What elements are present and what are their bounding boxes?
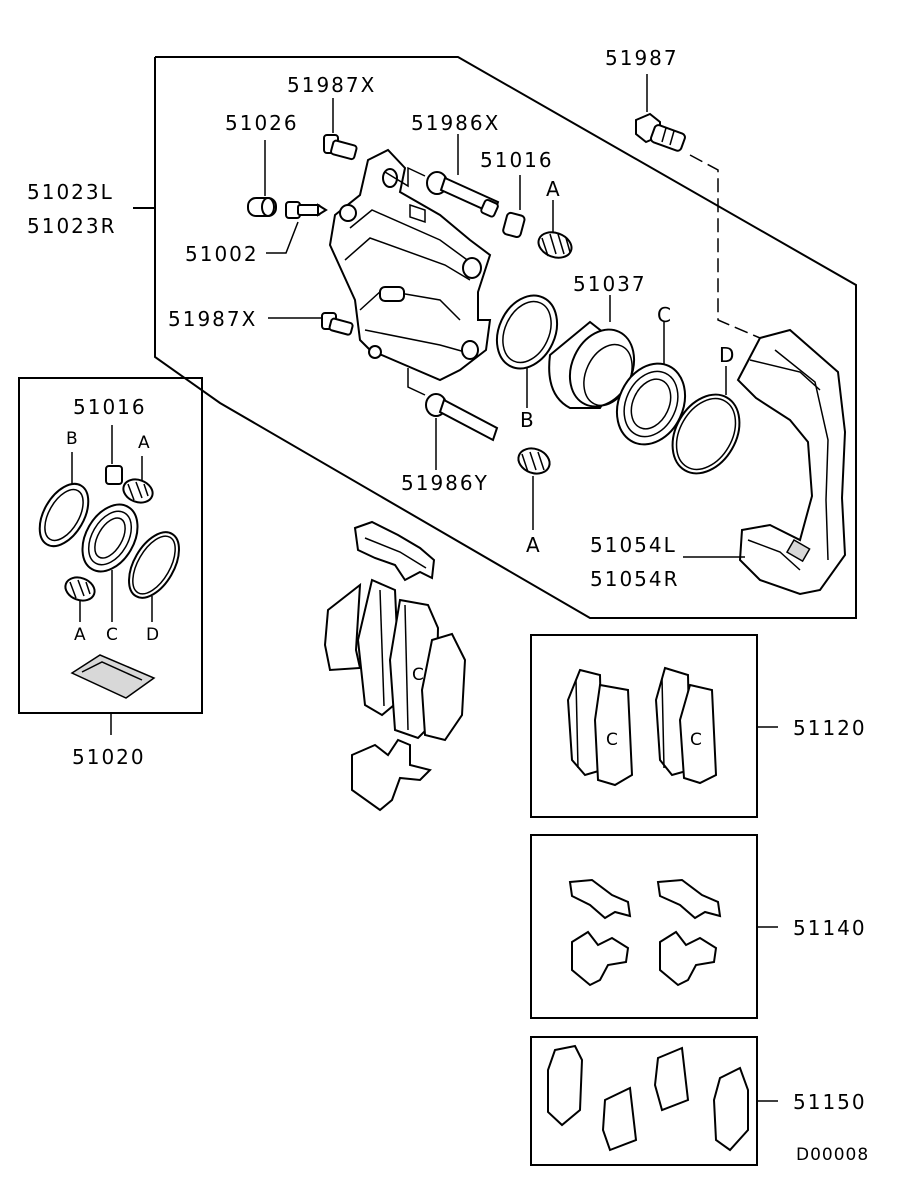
- part-labels: 51987 51987X 51026 51986X 51016 A 51023L…: [27, 46, 869, 1165]
- label-51987: 51987: [605, 46, 679, 70]
- label-kit-c: C: [106, 625, 119, 645]
- boot-a-top: [537, 200, 573, 259]
- caliper-bracket-51054: [683, 328, 847, 596]
- shim-piece-3: [653, 1046, 690, 1112]
- label-51054l: 51054L: [590, 533, 677, 557]
- label-51023r: 51023R: [27, 214, 117, 238]
- shim-kit-51150-box: [530, 1036, 778, 1166]
- label-51987x-top: 51987X: [287, 73, 376, 97]
- bolt-51987x-mid: [268, 312, 354, 336]
- diagram-code: D00008: [796, 1145, 869, 1165]
- ring-d-main: [671, 366, 741, 475]
- label-51987x-mid: 51987X: [168, 307, 257, 331]
- bolt-51987: [635, 74, 686, 152]
- label-51120: 51120: [793, 716, 867, 740]
- pad-pair-left: C: [566, 668, 634, 787]
- bleeder-screw-51002: [266, 201, 328, 254]
- main-assembly-outline: [154, 56, 857, 619]
- shim-piece-1: [547, 1044, 584, 1127]
- kit-ring-d: [128, 531, 180, 622]
- bolt-51987x-top: [323, 98, 358, 161]
- kit-bushing: [105, 465, 123, 485]
- label-51986y: 51986Y: [401, 471, 489, 495]
- kit-boot-a-top: [122, 456, 154, 504]
- svg-text:C: C: [690, 730, 703, 750]
- pad-set-exploded: C: [323, 520, 467, 812]
- boot-a-bottom: [517, 447, 551, 530]
- label-51023l: 51023L: [27, 180, 114, 204]
- clip-upper-right: [656, 878, 722, 920]
- shim-kit-51140-box: [530, 834, 778, 1019]
- clip-lower-right: [659, 930, 718, 987]
- kit-boot-a-bottom: [64, 576, 96, 622]
- pad-inner-shim: [420, 632, 467, 742]
- label-kit-a: A: [74, 625, 87, 645]
- pad-outer-left: [356, 578, 402, 717]
- bleeder-cap-51026: [247, 140, 277, 217]
- clip-lower-left: [571, 930, 630, 987]
- lower-shim-clip: [351, 738, 432, 812]
- pad-kit-51120-box: C C: [530, 634, 778, 818]
- label-a-main-top: A: [546, 177, 562, 201]
- svg-text:C: C: [412, 665, 425, 685]
- label-kit-a-top: A: [138, 433, 151, 453]
- label-51016-main: 51016: [480, 148, 554, 172]
- guide-pin-51986y: [407, 368, 499, 470]
- label-kit-d: D: [146, 625, 160, 645]
- label-a-main-bottom: A: [526, 533, 542, 557]
- label-51140: 51140: [793, 916, 867, 940]
- label-51002: 51002: [185, 242, 259, 266]
- label-d-main: D: [719, 343, 736, 367]
- main-assembly-group: [133, 56, 857, 619]
- label-b-main: B: [520, 408, 536, 432]
- bushing-51016-main: [502, 175, 526, 239]
- svg-text:C: C: [606, 730, 619, 750]
- guide-pin-51986x: [384, 134, 500, 218]
- kit-boot-c: [81, 503, 139, 622]
- label-51986x: 51986X: [411, 111, 500, 135]
- piston-seal-b-main: [495, 294, 559, 408]
- dash-bolt-to-bracket: [689, 154, 761, 339]
- pad-pair-right: C: [654, 666, 718, 785]
- label-c-main: C: [657, 303, 673, 327]
- seal-kit-box: [18, 377, 203, 735]
- clip-upper-left: [568, 878, 632, 920]
- label-51150: 51150: [793, 1090, 867, 1114]
- upper-shim-clip: [353, 520, 436, 582]
- label-kit-b: B: [66, 429, 79, 449]
- label-kit-51016: 51016: [73, 395, 147, 419]
- caliper-body: [328, 148, 492, 382]
- shim-piece-2: [601, 1086, 638, 1152]
- kit-seal-b: [38, 452, 90, 548]
- label-51026: 51026: [225, 111, 299, 135]
- kit-grease-pack: [70, 654, 156, 699]
- shim-piece-4: [712, 1066, 749, 1152]
- outer-shim: [323, 582, 362, 672]
- label-51037: 51037: [573, 272, 647, 296]
- label-51020: 51020: [72, 745, 146, 769]
- label-51054r: 51054R: [590, 567, 680, 591]
